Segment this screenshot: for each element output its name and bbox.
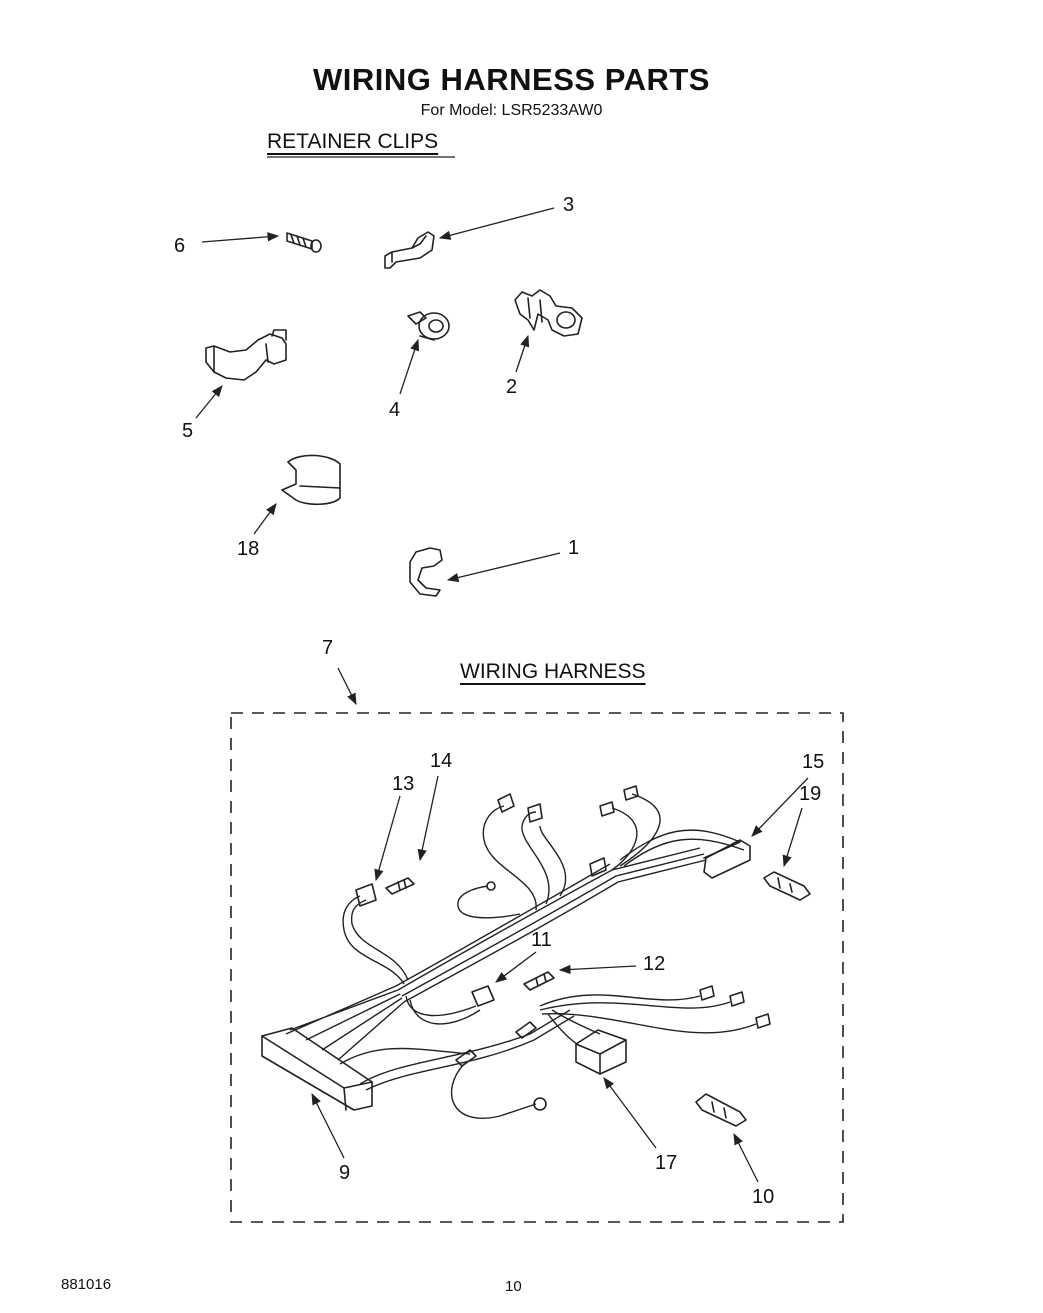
callout-6: 6 — [174, 235, 186, 257]
model-line: For Model: LSR5233AW0 — [420, 102, 603, 119]
section-wiring-harness: WIRING HARNESS — [460, 660, 646, 683]
callout-17: 17 — [655, 1152, 678, 1174]
leader-3 — [438, 207, 555, 240]
callout-7: 7 — [322, 637, 334, 659]
part-3-clip — [384, 231, 435, 269]
callout-12: 12 — [643, 953, 666, 975]
leader-18 — [253, 503, 277, 535]
leader-7 — [337, 667, 357, 706]
leader-9 — [311, 1092, 345, 1159]
part-19-terminal — [763, 871, 811, 901]
callout-10: 10 — [752, 1186, 775, 1208]
section-retainer-clips: RETAINER CLIPS — [267, 130, 439, 153]
callout-13: 13 — [392, 773, 415, 795]
part-12-terminal — [523, 971, 555, 991]
callout-4: 4 — [389, 399, 401, 421]
harness-boundary — [230, 712, 844, 1223]
leader-19 — [782, 807, 803, 868]
part-2-clip — [514, 289, 583, 337]
page-title: WIRING HARNESS PARTS — [313, 62, 710, 97]
callout-9: 9 — [339, 1162, 351, 1184]
leader-17 — [603, 1077, 657, 1149]
callout-2: 2 — [506, 376, 518, 398]
leader-2 — [515, 334, 530, 373]
callout-3: 3 — [563, 194, 575, 216]
leader-11 — [495, 951, 537, 983]
leader-1 — [446, 552, 561, 583]
part-5-bracket-clip — [205, 329, 287, 381]
part-18-sleeve — [281, 454, 341, 506]
wiring-harness-assembly — [261, 785, 771, 1119]
leader-6 — [201, 232, 280, 243]
callout-14: 14 — [430, 750, 453, 772]
page-number: 10 — [505, 1278, 522, 1295]
part-4-ring-clip — [407, 311, 450, 341]
callout-18: 18 — [237, 538, 260, 560]
callout-11: 11 — [531, 929, 552, 951]
callout-5: 5 — [182, 420, 194, 442]
callout-19: 19 — [799, 783, 822, 805]
part-1-clip — [409, 547, 443, 597]
callout-1: 1 — [568, 537, 580, 559]
part-10-terminal — [695, 1093, 747, 1127]
leader-13 — [374, 795, 401, 882]
part-14-terminal — [385, 877, 415, 895]
leader-5 — [195, 385, 223, 419]
leader-14 — [417, 775, 439, 862]
part-6-pin — [286, 232, 322, 253]
callout-15: 15 — [802, 751, 825, 773]
leader-10 — [733, 1132, 759, 1183]
doc-number: 881016 — [61, 1276, 112, 1293]
leader-15 — [751, 777, 809, 837]
leader-4 — [399, 338, 420, 395]
leader-12 — [558, 964, 637, 975]
